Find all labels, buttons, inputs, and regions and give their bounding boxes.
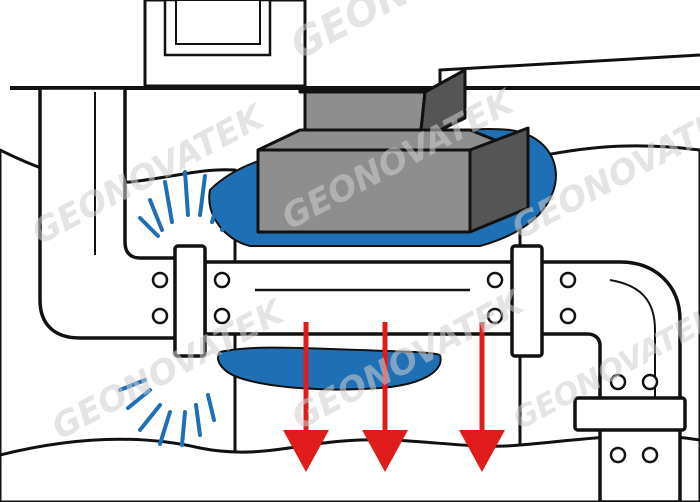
down-arrow-icon [283, 322, 329, 472]
bolt-icon [641, 446, 659, 464]
soil-mound-lower [0, 434, 700, 502]
bolt-icon [559, 307, 577, 325]
bolt-icon [559, 271, 577, 289]
water-splash-icon [210, 186, 224, 224]
bolt-icon [213, 307, 231, 325]
bolt-icon [486, 307, 504, 325]
water-splash-icon [148, 198, 164, 232]
water-splash-icon [158, 410, 172, 446]
water-splash-icon [194, 403, 202, 437]
footing-side [468, 126, 530, 234]
column-side [418, 68, 467, 142]
concrete-footing [256, 68, 530, 234]
water-splashes [118, 170, 240, 447]
water-splash-icon [163, 180, 174, 224]
bolt-icon [609, 373, 627, 391]
water-splash-icon [126, 388, 152, 410]
bolt-icon [486, 271, 504, 289]
down-arrow-icon [459, 322, 505, 472]
water-splash-icon [183, 170, 190, 217]
bolt-icon [641, 373, 659, 391]
water-splash-icon [220, 203, 240, 232]
bolt-icon [151, 271, 169, 289]
water-splash-icon [206, 393, 216, 422]
flange-bottom [573, 396, 687, 432]
down-arrow-icon [362, 322, 408, 472]
bolts [151, 271, 659, 464]
down-arrows [283, 322, 505, 472]
flange-middle [510, 244, 544, 358]
pipe-horizontal [203, 260, 517, 336]
water-splash-icon [138, 216, 160, 238]
water-splash-icon [118, 378, 147, 392]
flange-left [173, 244, 207, 358]
bolt-icon [213, 271, 231, 289]
bolt-icon [151, 307, 169, 325]
bolt-icon [609, 446, 627, 464]
flanges [173, 244, 687, 432]
water-splash-icon [198, 174, 207, 217]
water-splash-icon [138, 403, 162, 432]
water-splash-icon [180, 410, 187, 447]
